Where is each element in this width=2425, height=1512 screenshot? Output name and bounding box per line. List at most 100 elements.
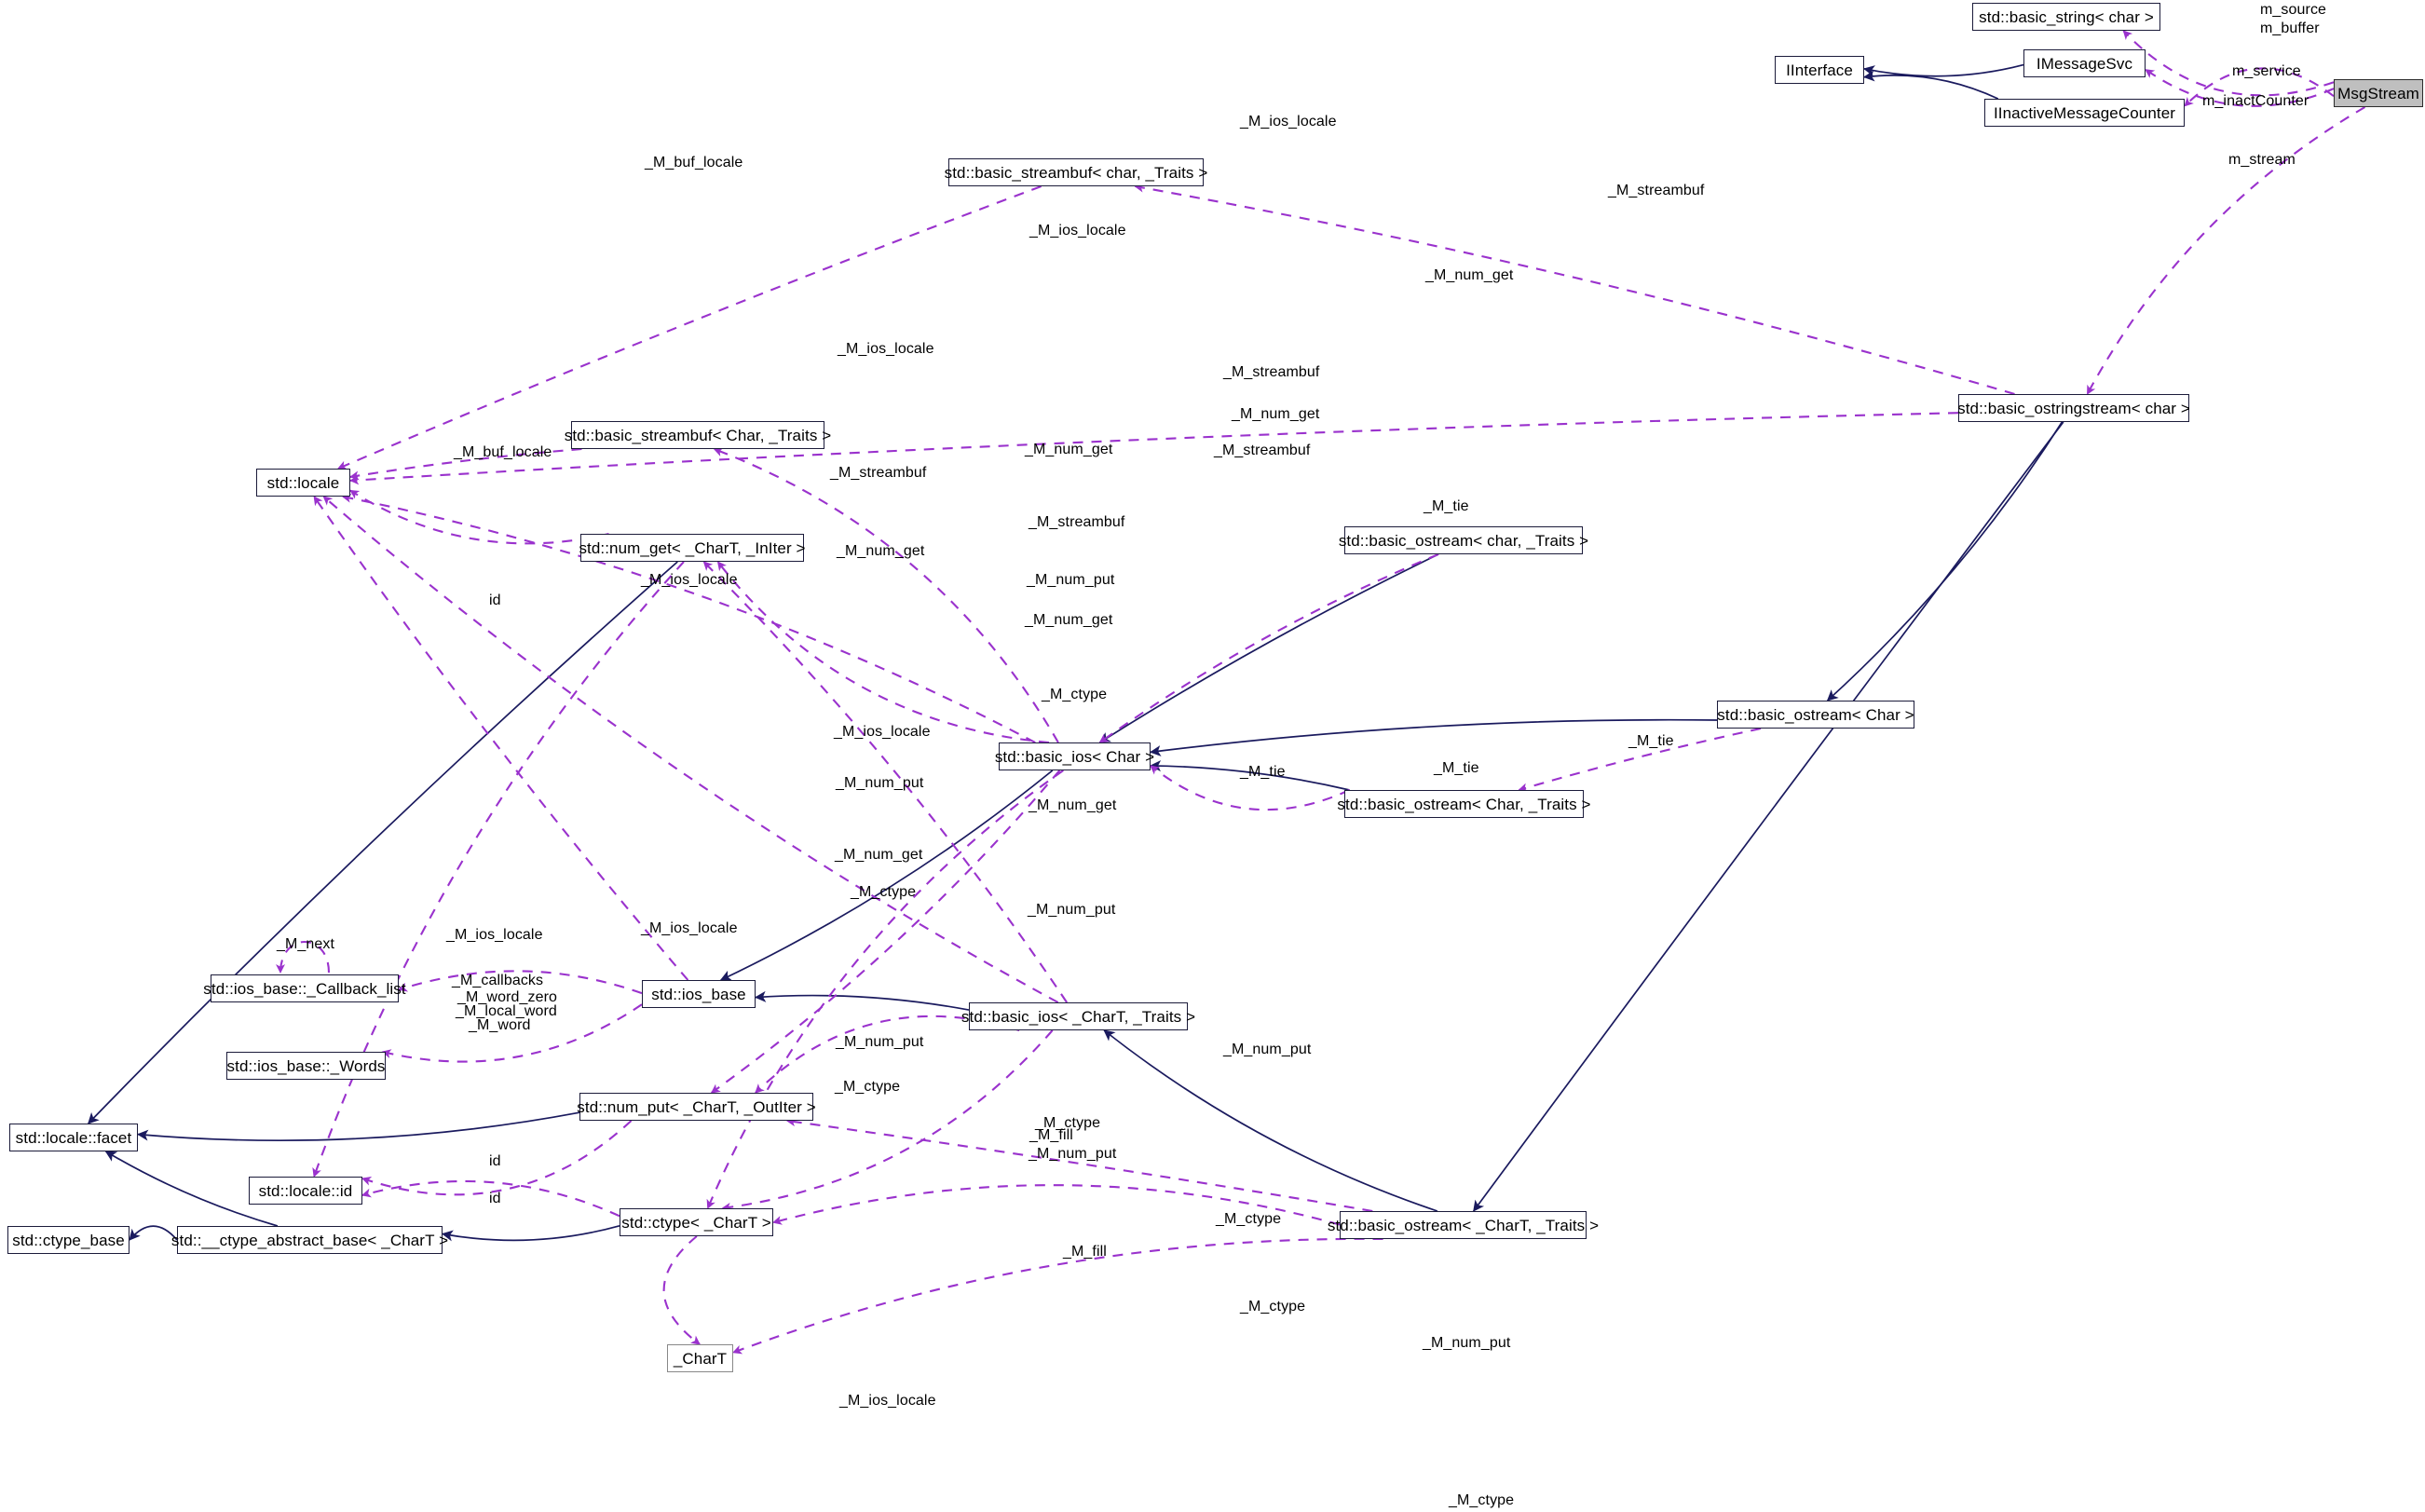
class-node-iinterface[interactable]: IInterface [1775,56,1864,84]
class-node-ios_base_words[interactable]: std::ios_base::_Words [226,1052,386,1080]
class-node-ostream_Char[interactable]: std::basic_ostream< Char > [1717,701,1914,729]
class-node-label: std::locale::id [258,1181,353,1200]
class-node-label: MsgStream [2337,84,2419,102]
edge-label: _M_streambuf [1608,183,1705,198]
class-node-ctype_abstract_base[interactable]: std::__ctype_abstract_base< _CharT > [171,1226,448,1254]
inheritance-edge [755,990,970,1011]
edge-label: _M_num_get [1232,406,1320,422]
edge-label: m_service [2232,63,2301,79]
edge-label: _M_local_word [456,1003,557,1019]
edge-label: _M_ios_locale [641,572,738,588]
class-node-num_get[interactable]: std::num_get< _CharT, _InIter > [579,534,806,562]
edge-label: _M_num_get [837,543,925,559]
inheritance-edge [1863,63,2024,77]
edge-label: _M_ios_locale [834,724,931,740]
class-node-label: std::__ctype_abstract_base< _CharT > [170,1231,449,1249]
class-node-label: IInactiveMessageCounter [1993,103,2176,122]
edge-label: _M_ctype [1216,1211,1282,1227]
class-node-callback_list[interactable]: std::ios_base::_Callback_list [203,974,406,1002]
edge-label: id [489,1153,501,1169]
class-node-ctype_base[interactable]: std::ctype_base [7,1226,129,1254]
class-node-locale[interactable]: std::locale [256,469,350,497]
class-node-label: std::basic_streambuf< Char, _Traits > [564,426,832,444]
class-node-label: IMessageSvc [2036,54,2133,73]
class-node-streambuf_char[interactable]: std::basic_streambuf< char, _Traits > [945,158,1207,186]
class-node-label: std::ios_base::_Callback_list [203,979,406,998]
inheritance-edge [129,1225,178,1241]
class-node-label: _CharT [673,1349,728,1368]
usage-edge [732,1237,1383,1355]
edge-label: _M_buf_locale [645,155,743,170]
inheritance-edge [1098,553,1439,743]
edge-label: _M_num_put [1028,902,1116,918]
edge-label: _M_num_get [1029,797,1117,813]
class-node-label: std::basic_ostream< Char > [1717,705,1914,724]
class-node-ctype_CharT[interactable]: std::ctype< _CharT > [620,1208,773,1236]
class-node-ios_base[interactable]: std::ios_base [642,980,756,1008]
edge-label: _M_streambuf [1029,514,1125,530]
class-node-basic_string_char[interactable]: std::basic_string< char > [1972,3,2160,31]
inheritance-edge [442,1224,620,1242]
class-node-label: std::basic_ostream< char, _Traits > [1338,531,1589,550]
edge-label: _M_num_get [835,847,923,863]
edge-label: m_stream [2228,152,2296,168]
class-node-num_put[interactable]: std::num_put< _CharT, _OutIter > [577,1093,816,1121]
class-node-label: std::basic_ios< _CharT, _Traits > [960,1007,1196,1026]
edge-label: _M_ios_locale [641,920,738,936]
usage-edge [713,447,1059,743]
edge-label: _M_num_get [1425,267,1514,283]
edge-label: _M_ios_locale [838,341,934,357]
class-node-chart_t[interactable]: _CharT [667,1344,733,1372]
class-node-ostream_char_traits[interactable]: std::basic_ostream< char, _Traits > [1339,526,1588,554]
class-node-label: std::locale [266,473,340,492]
class-node-msgstream[interactable]: MsgStream [2334,79,2423,107]
edge-label: id [489,593,501,608]
edge-label: _M_tie [1434,760,1479,776]
edge-label: _M_next [277,936,335,952]
inheritance-edge [1863,70,1999,100]
edge-label: _M_ctype [1449,1492,1515,1508]
class-node-basic_ios_Char[interactable]: std::basic_ios< Char > [995,742,1154,770]
class-node-ostream_CharT_traits[interactable]: std::basic_ostream< _CharT, _Traits > [1328,1211,1599,1239]
edge-label: _M_ctype [1035,1115,1101,1131]
class-node-iinactivemsgcounter[interactable]: IInactiveMessageCounter [1984,99,2185,127]
class-node-label: std::basic_ostringstream< char > [1957,399,2190,417]
usage-edge [706,770,1064,1209]
class-node-streambuf_Char[interactable]: std::basic_streambuf< Char, _Traits > [565,421,831,449]
edge-label: _M_num_get [1025,442,1113,457]
usage-edge [313,496,689,981]
usage-edge [1134,183,2015,396]
edge-label: _M_tie [1240,764,1286,780]
class-node-label: std::basic_ostream< _CharT, _Traits > [1327,1216,1600,1234]
inheritance-edge [1826,421,2064,702]
inheritance-edge [719,770,1054,981]
edge-label: _M_ctype [1240,1299,1306,1314]
edge-label: id [489,1191,501,1206]
edge-label: m_inactCounter [2202,93,2309,109]
edge-label: _M_tie [1628,733,1674,749]
class-node-label: std::basic_ios< Char > [994,747,1155,766]
edge-label: _M_num_put [836,775,924,791]
edge-label: _M_ios_locale [839,1393,936,1409]
edge-label: _M_ctype [835,1079,901,1095]
class-node-ostringstream_char[interactable]: std::basic_ostringstream< char > [1957,394,2190,422]
class-node-basic_ios_CharT[interactable]: std::basic_ios< _CharT, _Traits > [961,1002,1195,1030]
class-node-label: IInterface [1786,61,1853,79]
edge-label: _M_tie [1424,498,1469,514]
class-node-imessagesvc[interactable]: IMessageSvc [2023,49,2146,77]
edge-label: _M_word_zero [457,989,558,1005]
class-node-ostream_Char_traits[interactable]: std::basic_ostream< Char, _Traits > [1337,790,1590,818]
inheritance-edge [88,561,678,1124]
class-node-locale_facet[interactable]: std::locale::facet [9,1124,138,1151]
class-node-locale_id[interactable]: std::locale::id [249,1177,362,1205]
edge-label: m_buffer [2260,20,2320,36]
inheritance-edge [137,1111,580,1142]
edge-label: _M_ios_locale [1240,114,1337,129]
edge-label: _M_num_put [836,1034,924,1050]
usage-edge [2122,30,2335,97]
class-node-label: std::ios_base::_Words [226,1056,386,1075]
class-node-label: std::ctype< _CharT > [621,1213,771,1232]
class-node-label: std::num_get< _CharT, _InIter > [579,538,806,557]
